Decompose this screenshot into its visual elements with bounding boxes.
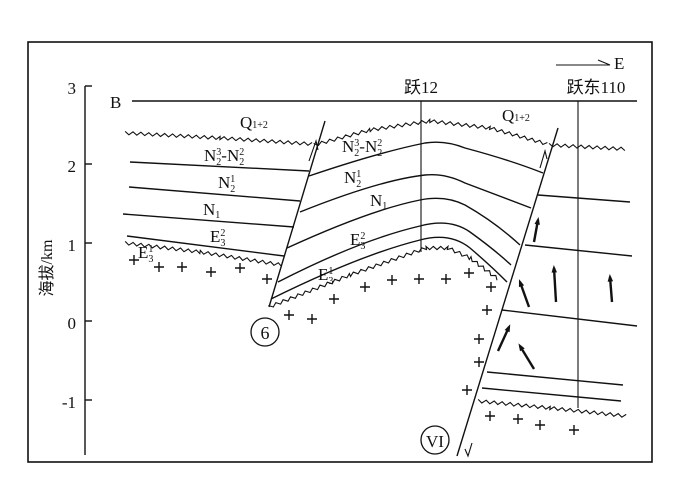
- arrow-icon: [551, 265, 558, 303]
- plus-symbol: [486, 282, 496, 292]
- plus-symbol: [262, 274, 272, 284]
- plus-symbol: [154, 262, 164, 272]
- fault-6-marker: [250, 317, 280, 347]
- elevation-axis: 3 2 1 0 -1 海拔/km: [38, 79, 92, 455]
- label-q12-right: Q1+2: [502, 106, 530, 125]
- label-n1-middle: N1: [370, 191, 387, 212]
- unconformity: [268, 244, 498, 308]
- fault-vi-marker: [420, 425, 450, 455]
- plus-symbol: [569, 425, 579, 435]
- plus-symbol: [360, 282, 370, 292]
- label-e32-middle: E32: [350, 230, 365, 252]
- plus-symbol: [485, 411, 495, 421]
- tick-label: 0: [68, 314, 77, 333]
- label-n23-n22-left: N23-N22: [204, 146, 244, 168]
- fault-label: 6: [261, 323, 270, 343]
- plus-symbol: [177, 262, 187, 272]
- tick-label: 3: [68, 79, 77, 98]
- basement-symbols: [129, 255, 579, 435]
- plus-symbol: [464, 268, 474, 278]
- unconformity: [124, 130, 313, 146]
- well-label: 跃12: [404, 78, 438, 97]
- axis-label: 海拔/km: [38, 239, 56, 296]
- fault-label: VI: [426, 432, 444, 451]
- label-n21-left: N21: [218, 173, 235, 195]
- migration-arrows: [496, 217, 614, 370]
- unconformity: [548, 142, 626, 152]
- strata-labels: Q1+2 Q1+2 N23-N22 N23-N22 N21 N21 N1 N1 …: [138, 106, 530, 287]
- plus-symbol: [206, 267, 216, 277]
- label-e31-left: E31: [138, 243, 153, 265]
- arrow-icon: [518, 279, 531, 308]
- strata-boundaries: [122, 141, 638, 402]
- label-n1-left: N1: [203, 200, 220, 221]
- tick-label: 2: [68, 157, 77, 176]
- label-n21-middle: N21: [344, 168, 361, 190]
- arrow-icon: [518, 343, 536, 370]
- fault-vi: [456, 127, 559, 457]
- plus-symbol: [482, 305, 492, 315]
- unconformity-lines: [124, 118, 627, 418]
- tick-label: 1: [68, 236, 77, 255]
- label-q12-left: Q1+2: [240, 113, 268, 132]
- plus-symbol: [129, 255, 139, 265]
- well-label: 跃东110: [567, 78, 626, 97]
- label-n23-n22-middle: N23-N22: [342, 137, 382, 159]
- plus-symbol: [535, 420, 545, 430]
- east-direction-arrow: E: [556, 54, 624, 73]
- plus-symbol: [474, 334, 484, 344]
- label-e31-middle: E31: [318, 265, 333, 287]
- fault-slip-arrows: [308, 138, 548, 458]
- plus-symbol: [329, 294, 339, 304]
- arrow-icon: [496, 324, 511, 352]
- plus-symbol: [307, 314, 317, 324]
- label-e32-left: E32: [210, 227, 225, 249]
- plus-symbol: [513, 414, 523, 424]
- unconformity: [313, 118, 548, 147]
- plus-symbol: [414, 274, 424, 284]
- unconformity: [477, 399, 627, 418]
- plus-symbol: [235, 263, 245, 273]
- plus-symbol: [284, 310, 294, 320]
- plus-symbol: [387, 275, 397, 285]
- profile-label: B: [110, 93, 121, 112]
- plus-symbol: [474, 357, 484, 367]
- figure-frame: [27, 41, 653, 463]
- plus-symbol: [441, 274, 451, 284]
- arrow-icon: [532, 217, 540, 243]
- tick-label: -1: [62, 393, 76, 412]
- direction-label: E: [614, 54, 624, 73]
- unconformity: [124, 241, 283, 267]
- plus-symbol: [462, 385, 472, 395]
- fault-6: [268, 120, 326, 308]
- arrow-icon: [607, 274, 614, 303]
